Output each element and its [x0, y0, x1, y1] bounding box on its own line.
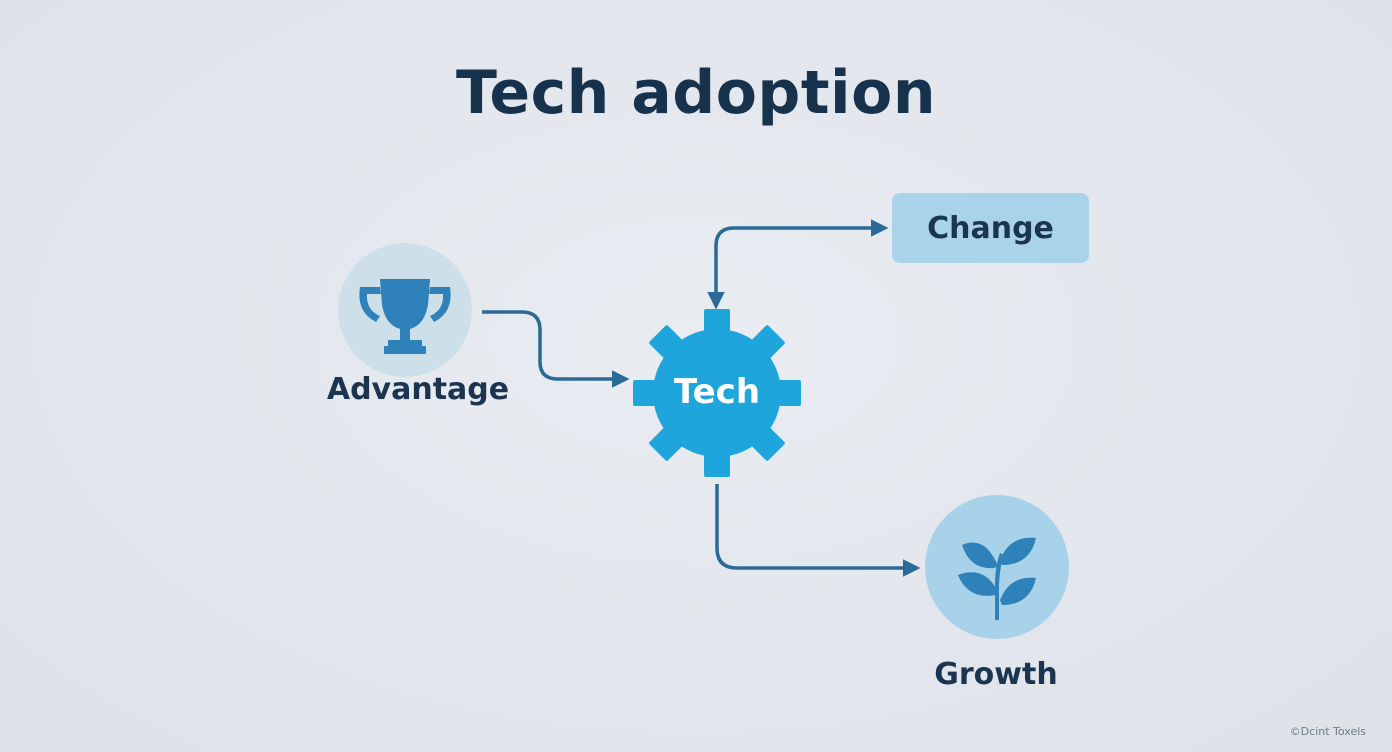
growth-node	[925, 495, 1069, 639]
change-box: Change	[892, 193, 1089, 263]
tech-label: Tech	[673, 372, 761, 412]
gear-icon	[633, 309, 801, 477]
diagram-title: Tech adoption	[455, 58, 937, 128]
advantage-label: Advantage	[326, 372, 510, 407]
plant-icon	[958, 537, 1036, 620]
arrow-tech-to-change	[707, 219, 889, 310]
credit-text: ©Dcint Toxels	[1289, 725, 1366, 738]
arrow-tech-to-growth	[715, 484, 921, 577]
trophy-icon	[359, 279, 451, 354]
arrow-advantage-to-tech	[482, 310, 630, 388]
change-label: Change	[927, 210, 1054, 246]
growth-label: Growth	[934, 657, 1058, 692]
advantage-node	[338, 243, 472, 377]
